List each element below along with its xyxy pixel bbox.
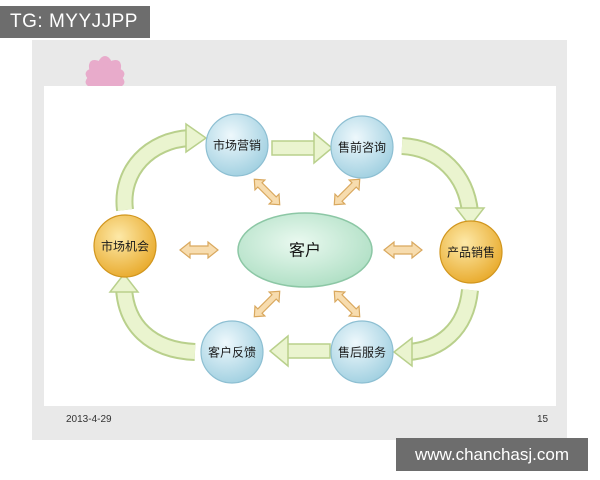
node-market-opportunity: 市场机会 bbox=[93, 214, 157, 278]
double-arrow-top-left bbox=[253, 178, 281, 206]
footer-page-number: 15 bbox=[537, 414, 549, 425]
node-label: 市场营销 bbox=[213, 138, 261, 153]
flow-arrow-feedback-to-opportunity bbox=[108, 272, 196, 361]
flow-arrow-product-to-aftersale bbox=[392, 288, 479, 368]
node-label: 产品销售 bbox=[447, 245, 495, 260]
center-node: 客户 bbox=[237, 212, 373, 288]
node-product-sales: 产品销售 bbox=[439, 220, 503, 284]
double-arrow-top-right bbox=[333, 178, 361, 206]
flow-arrow-marketing-to-presale bbox=[271, 131, 334, 165]
double-arrow-bottom-right bbox=[333, 290, 361, 318]
node-label: 客户反馈 bbox=[208, 345, 256, 360]
node-label: 售前咨询 bbox=[338, 140, 386, 155]
double-arrow-left bbox=[179, 240, 219, 260]
flow-arrow-presale-to-product bbox=[401, 137, 486, 228]
node-label: 市场机会 bbox=[101, 239, 149, 254]
node-presale-consult: 售前咨询 bbox=[330, 115, 394, 179]
node-label: 售后服务 bbox=[338, 345, 386, 360]
bottom-watermark: www.chanchasj.com bbox=[396, 438, 588, 471]
node-customer-feedback: 客户反馈 bbox=[200, 320, 264, 384]
top-watermark: TG: MYYJJPP bbox=[0, 6, 150, 38]
center-label: 客户 bbox=[289, 241, 321, 260]
double-arrow-bottom-left bbox=[253, 290, 281, 318]
node-aftersale-service: 售后服务 bbox=[330, 320, 394, 384]
double-arrow-right bbox=[383, 240, 423, 260]
flow-arrow-aftersale-to-feedback bbox=[268, 334, 331, 368]
footer-date: 2013-4-29 bbox=[66, 414, 112, 425]
flow-arrow-opportunity-to-marketing bbox=[115, 122, 208, 212]
node-market-marketing: 市场营销 bbox=[205, 113, 269, 177]
